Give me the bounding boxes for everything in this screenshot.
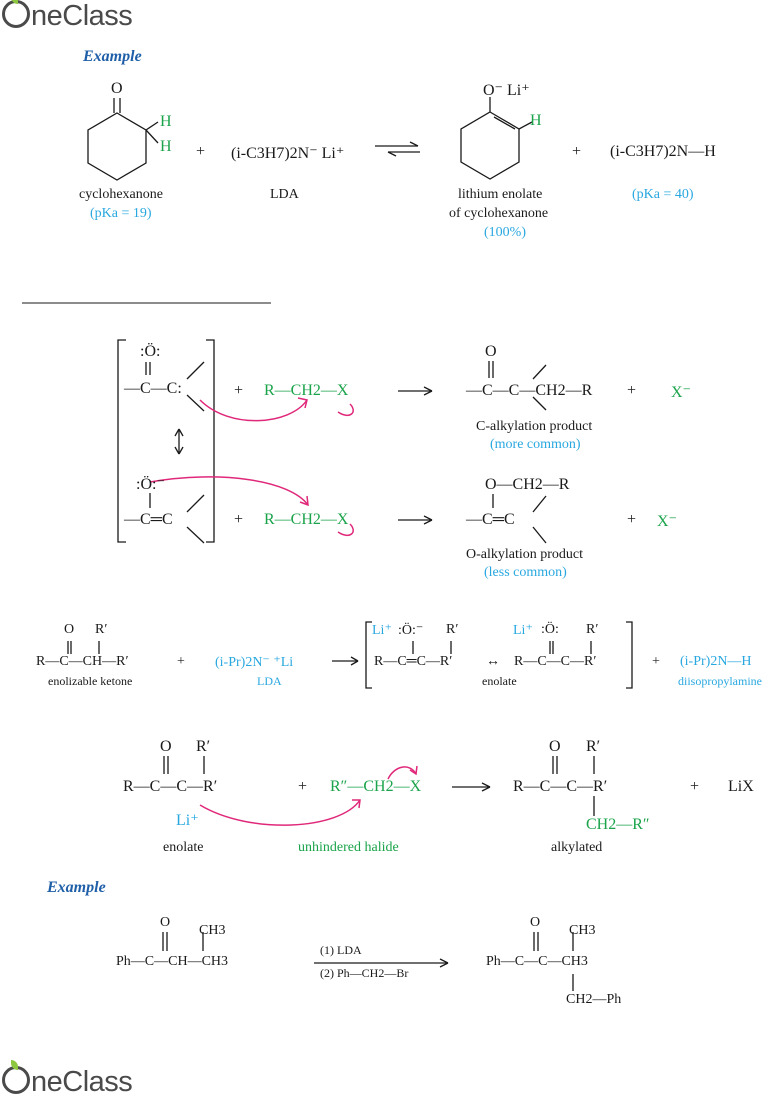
enolate-oxygen-c: :Ö: — [140, 343, 161, 360]
cyclohexanone-oxygen: O — [111, 80, 123, 97]
c-product-note: (more common) — [490, 437, 581, 452]
cyclohexanone-pka: (pKa = 19) — [90, 206, 152, 221]
alpha-hydrogen-2: H — [160, 138, 172, 155]
enolate-label-2: of cyclohexanone — [449, 206, 549, 221]
diisopropylamine-label: diisopropylamine — [678, 674, 762, 688]
enolate-li-2: Li⁺ — [513, 623, 533, 638]
amine-pka: (pKa = 40) — [632, 187, 694, 202]
lda-base-label: LDA — [257, 674, 282, 688]
resonance-arrow: ↔ — [486, 654, 500, 669]
start-ketone: Ph—C—CH—CH3 — [116, 954, 229, 969]
c-alkylation-product: —C—C—CH2—R — [466, 382, 593, 399]
lda-base: (i-Pr)2N⁻ ⁺Li — [215, 655, 294, 670]
product-substituent: CH2—R″ — [586, 816, 650, 833]
start-oxygen: O — [160, 915, 171, 930]
lda-label: LDA — [270, 187, 299, 202]
ketone-oxygen: O — [64, 622, 75, 637]
enolate-carbanion: —C—C: — [124, 380, 182, 397]
c-product-label: C-alkylation product — [476, 419, 593, 434]
plus-sign-8: + — [652, 654, 660, 669]
logo-o-icon — [2, 1060, 30, 1094]
sec4-enolate: R—C—C—R′ — [123, 778, 218, 795]
enolate-resonance-2: R—C—C—R′ — [514, 654, 597, 669]
lithium-halide: LiX — [728, 778, 754, 795]
product-oxygen: O — [549, 738, 561, 755]
brand-logo-footer: neClass — [2, 1060, 133, 1099]
enolate-oxygen: O⁻ Li⁺ — [483, 82, 530, 99]
o-product-top: O—CH2—R — [485, 476, 570, 493]
plus-sign-2: + — [572, 143, 582, 160]
enolate-hydrogen: H — [530, 112, 542, 129]
o-product-label: O-alkylation product — [466, 547, 584, 562]
start-methyl-top: CH3 — [199, 923, 226, 938]
step-2-reagent: (2) Ph—CH2—Br — [320, 966, 409, 980]
plus-sign-4: + — [627, 382, 637, 399]
enolate-rprime-1: R′ — [446, 622, 459, 637]
plus-sign-5: + — [234, 511, 244, 528]
plus-sign-10: + — [690, 778, 700, 795]
lda-formula: (i-C3H7)2N⁻ Li⁺ — [231, 145, 345, 162]
sec4-li: Li⁺ — [176, 812, 199, 829]
example-heading-2: Example — [47, 879, 106, 896]
enolate-li-1: Li⁺ — [372, 623, 392, 638]
sec4-product-label: alkylated — [551, 840, 603, 855]
enolate-label-1: lithium enolate — [458, 187, 543, 202]
plus-sign-6: + — [627, 511, 637, 528]
plus-sign-1: + — [196, 143, 206, 160]
enolate-label: enolate — [482, 674, 517, 688]
enolate-oxyanion: :Ö:⁻ — [136, 476, 165, 493]
enolate-double-bond: —C═C — [124, 511, 173, 528]
plus-sign-9: + — [298, 778, 308, 795]
product-rprime: R′ — [586, 738, 601, 755]
enolate-yield: (100%) — [484, 225, 526, 240]
amine-formula: (i-C3H7)2N—H — [610, 143, 716, 160]
alkyl-halide-2: R—CH2—X — [264, 511, 349, 528]
c-product-oxygen: O — [485, 343, 497, 360]
enolizable-ketone-label: enolizable ketone — [48, 674, 133, 688]
sec4-enolate-label: enolate — [163, 840, 204, 855]
enolate-oxygen-2: :Ö: — [541, 622, 559, 637]
cyclohexanone-label: cyclohexanone — [79, 187, 163, 202]
sec4-enolate-oxygen: O — [160, 738, 172, 755]
halide-ion-2: X⁻ — [657, 513, 677, 530]
example-heading-1: Example — [83, 48, 142, 65]
enolate-rprime-2: R′ — [586, 622, 599, 637]
step-1-reagent: (1) LDA — [320, 943, 362, 957]
logo-o-icon — [2, 0, 30, 28]
ketone-r-prime: R′ — [95, 622, 108, 637]
sec4-halide-label: unhindered halide — [298, 840, 399, 855]
diisopropylamine: (i-Pr)2N—H — [680, 654, 752, 669]
plus-sign-7: + — [177, 654, 185, 669]
alkyl-halide-1: R—CH2—X — [264, 382, 349, 399]
enolate-oxygen-1: :Ö:⁻ — [398, 623, 424, 638]
o-product-note: (less common) — [484, 565, 567, 580]
final-product: Ph—C—C—CH3 — [486, 954, 588, 969]
halide-ion-1: X⁻ — [671, 384, 691, 401]
brand-logo: neClass — [2, 0, 133, 33]
enolizable-ketone: R—C—CH—R′ — [36, 654, 129, 669]
product-benzyl: CH2—Ph — [566, 992, 622, 1007]
unhindered-halide: R″—CH2—X — [330, 778, 422, 795]
sec4-enolate-rprime: R′ — [196, 738, 211, 755]
alpha-hydrogen-1: H — [160, 113, 172, 130]
alkylated-product: R—C—C—R′ — [513, 778, 608, 795]
product-methyl-top: CH3 — [569, 923, 596, 938]
enolate-resonance-1: R—C═C—R′ — [374, 654, 453, 669]
o-alkylation-product: —C═C — [466, 511, 515, 528]
product-oxygen-2: O — [530, 915, 541, 930]
plus-sign-3: + — [234, 382, 244, 399]
